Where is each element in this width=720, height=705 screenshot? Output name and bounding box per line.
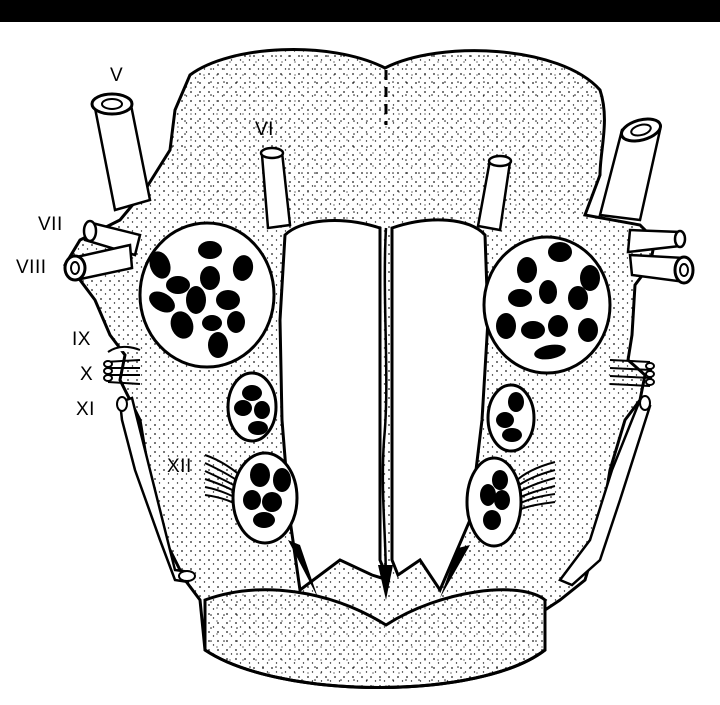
label-v: V xyxy=(110,65,123,86)
label-ix: IX xyxy=(72,329,91,350)
label-x: X xyxy=(80,364,93,385)
nucleus-oval-lower-left xyxy=(233,453,297,543)
nerve-v-right xyxy=(600,115,663,220)
label-vii: VII xyxy=(38,214,63,235)
nucleus-oval-mid-right xyxy=(488,385,534,451)
nerve-v-left xyxy=(92,94,150,210)
label-xi: XI xyxy=(76,399,95,420)
pyramid-left xyxy=(280,221,388,590)
nerve-vii-right xyxy=(628,230,685,252)
label-vi: VI xyxy=(255,119,274,140)
label-viii: VIII xyxy=(16,257,47,278)
nucleus-oval-lower-right xyxy=(467,458,521,546)
nucleus-oval-large-left xyxy=(140,223,274,367)
label-xii: XII xyxy=(167,456,192,477)
nucleus-oval-mid-left xyxy=(228,373,276,441)
nucleus-oval-large-right xyxy=(484,237,610,373)
